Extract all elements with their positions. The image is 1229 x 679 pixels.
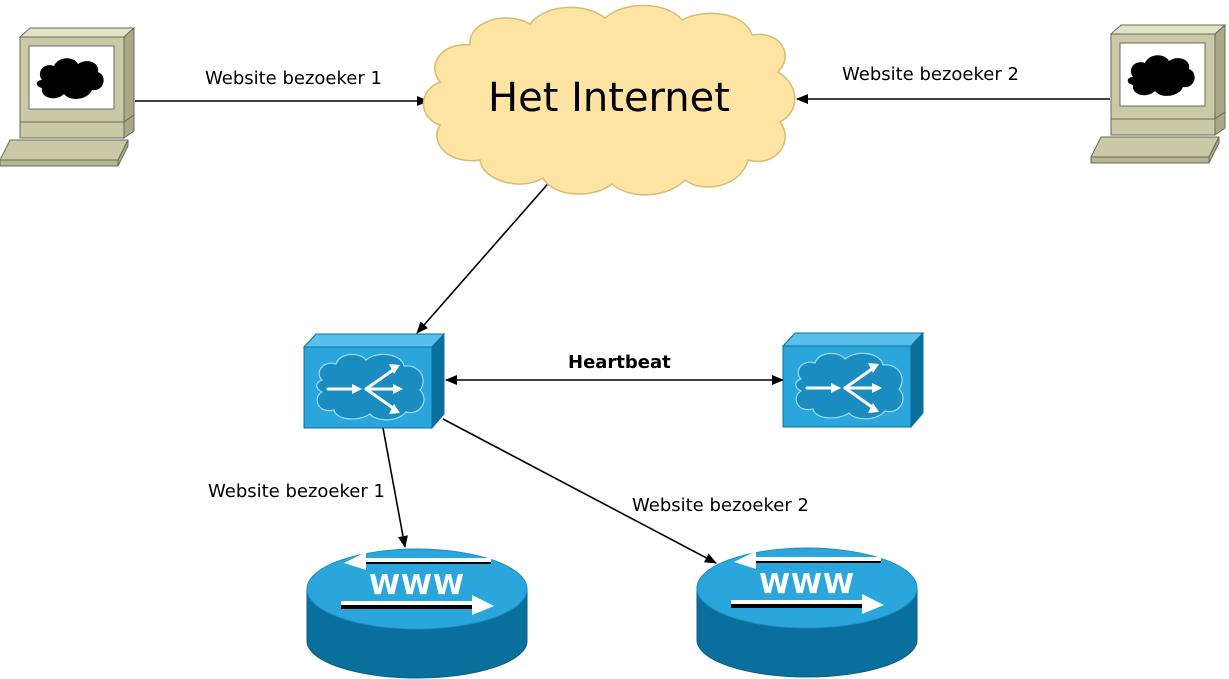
label-heartbeat: Heartbeat: [568, 352, 671, 373]
label-visitor1-internet: Website bezoeker 1: [205, 68, 382, 89]
left-arrow-icon: [344, 552, 491, 570]
label-visitor2-internet: Website bezoeker 2: [842, 64, 1019, 85]
arrows-icon: [326, 364, 403, 414]
computer-visitor-1: [0, 26, 136, 167]
server-label: WWW: [369, 568, 465, 601]
load-balancer-secondary: [781, 331, 925, 429]
computer-visitor-2: [1090, 23, 1227, 164]
connector-loadbalancer-server2: [442, 418, 717, 564]
screen-cloud-icon: [36, 58, 104, 99]
arrows-icon: [805, 363, 882, 413]
label-loadbalancer-server1: Website bezoeker 1: [208, 481, 385, 502]
left-arrow-icon: [734, 551, 881, 569]
screen-cloud-icon: [1127, 55, 1195, 96]
connector-internet-loadbalancer: [416, 177, 554, 334]
right-arrow-icon: [731, 594, 884, 614]
right-arrow-icon: [341, 595, 494, 615]
web-server-2: WWW: [696, 547, 918, 678]
connector-loadbalancer-server1: [382, 427, 408, 548]
server-label: WWW: [759, 567, 855, 600]
web-server-1: WWW: [306, 548, 528, 679]
internet-cloud: Het Internet: [422, 4, 796, 196]
load-balancer-primary: [302, 332, 446, 430]
label-loadbalancer-server2: Website bezoeker 2: [632, 495, 809, 516]
cloud-title: Het Internet: [488, 75, 730, 121]
